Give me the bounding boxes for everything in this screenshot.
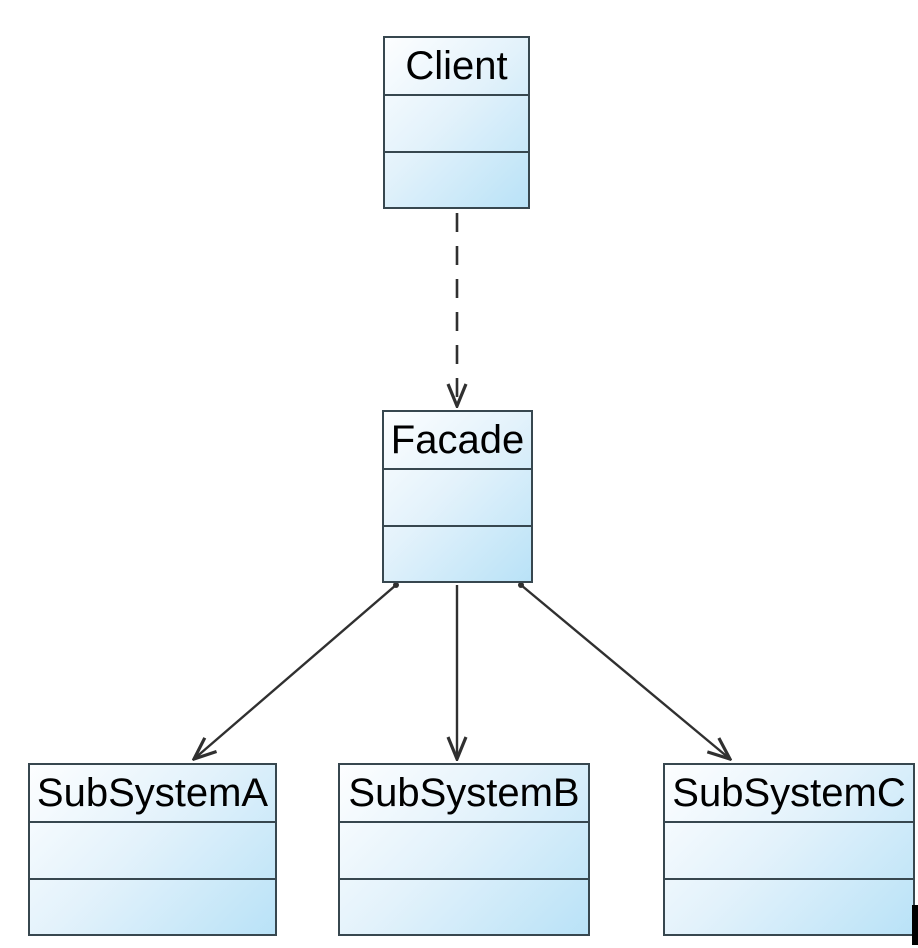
arrow-facade-subsystem-c[interactable] — [520, 584, 730, 759]
class-box-facade[interactable]: Facade — [382, 410, 533, 583]
arrow-facade-subsystem-a[interactable] — [194, 584, 397, 759]
class-name-client: Client — [405, 43, 508, 88]
operations-compartment-subsystem-c — [665, 877, 913, 935]
attributes-compartment-subsystem-b — [340, 821, 588, 878]
attributes-compartment-subsystem-c — [665, 821, 913, 878]
class-box-subsystem-b[interactable]: SubSystemB — [338, 763, 590, 936]
connector-dot-c — [518, 582, 524, 588]
clipped-edge-artifact — [912, 905, 918, 945]
class-name-subsystem-a: SubSystemA — [36, 770, 269, 815]
operations-compartment-client — [385, 150, 528, 208]
operations-compartment-subsystem-b — [340, 877, 588, 935]
attributes-compartment-facade — [384, 468, 531, 525]
class-box-subsystem-c[interactable]: SubSystemC — [663, 763, 915, 936]
operations-compartment-subsystem-a — [30, 877, 275, 935]
class-box-client[interactable]: Client — [383, 36, 530, 209]
attributes-compartment-subsystem-a — [30, 821, 275, 878]
attributes-compartment-client — [385, 94, 528, 151]
class-box-subsystem-a[interactable]: SubSystemA — [28, 763, 277, 936]
class-name-facade: Facade — [390, 417, 525, 462]
operations-compartment-facade — [384, 524, 531, 582]
class-name-subsystem-b: SubSystemB — [348, 770, 580, 815]
connector-dot-a — [393, 582, 399, 588]
class-name-subsystem-c: SubSystemC — [672, 770, 906, 815]
